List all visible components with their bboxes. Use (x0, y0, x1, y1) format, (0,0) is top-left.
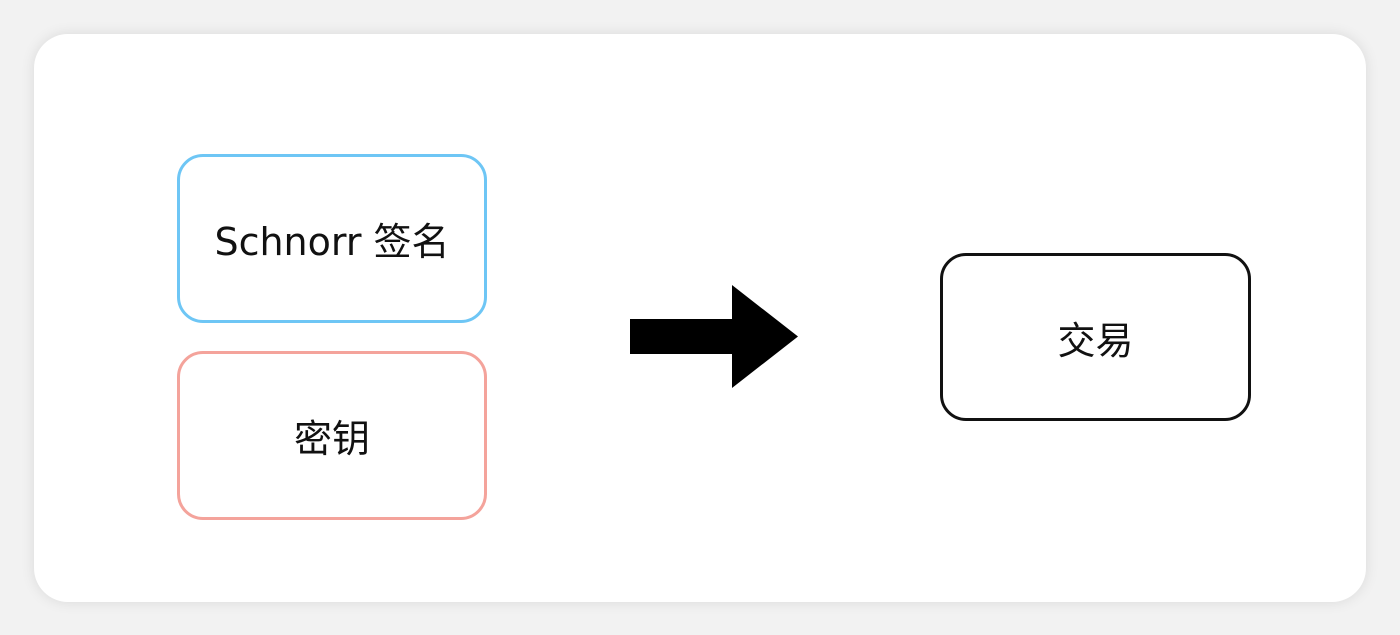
right-arrow-icon (630, 285, 798, 388)
arrow-shape (630, 285, 798, 388)
schnorr-signature-label: Schnorr 签名 (214, 220, 450, 264)
key-node: 密钥 (177, 351, 487, 520)
transaction-label: 交易 (1057, 318, 1134, 363)
diagram-canvas: Schnorr 签名 密钥 交易 (34, 34, 1366, 602)
transaction-node: 交易 (940, 253, 1251, 421)
schnorr-signature-node: Schnorr 签名 (177, 154, 487, 323)
key-label: 密钥 (293, 417, 370, 461)
